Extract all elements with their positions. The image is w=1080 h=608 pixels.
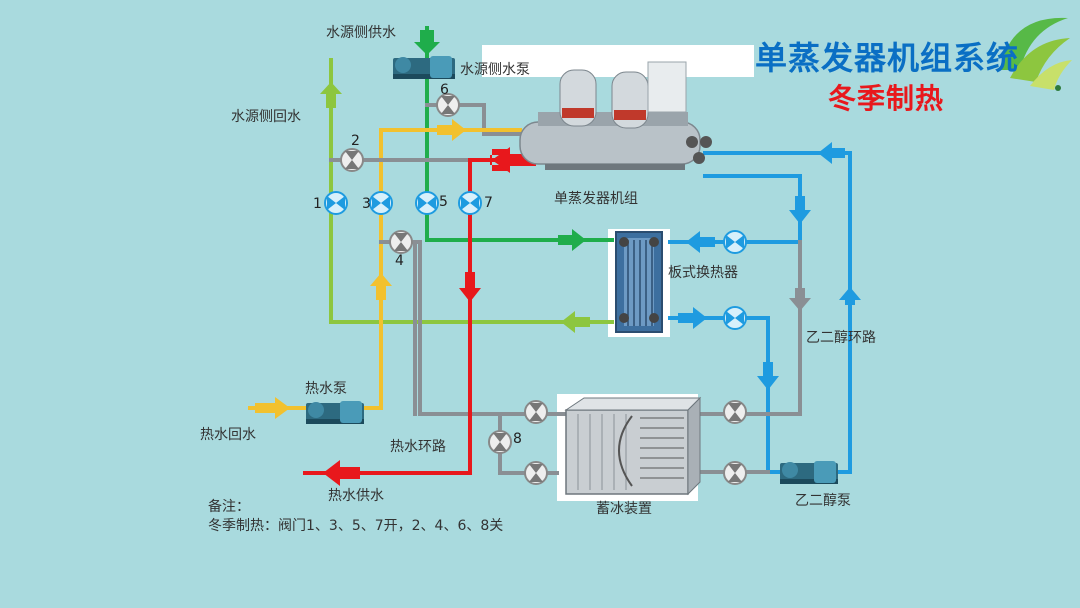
label-glycol-loop: 乙二醇环路 bbox=[806, 330, 876, 346]
label-ice-storage: 蓄冰装置 bbox=[596, 501, 652, 517]
arrow-source-supply-down bbox=[414, 30, 440, 55]
arrow-lightgreen-left bbox=[561, 311, 590, 333]
blue-glycol-return-pipe bbox=[668, 316, 792, 474]
label-hot-water-pump: 热水泵 bbox=[305, 381, 347, 397]
arrow-blue-left-mid bbox=[686, 231, 715, 253]
arrow-blue-down-lower bbox=[757, 362, 779, 390]
arrow-yellow-right bbox=[437, 119, 466, 141]
valve-3[interactable] bbox=[369, 191, 393, 215]
valve-number-5: 5 bbox=[439, 194, 448, 210]
label-source-supply: 水源侧供水 bbox=[326, 25, 396, 41]
note-text: 冬季制热：阀门1、3、5、7开，2、4、6、8关 bbox=[208, 518, 504, 534]
valve-5[interactable] bbox=[415, 191, 439, 215]
glycol-valve-lower[interactable] bbox=[723, 306, 747, 330]
label-hot-water-supply: 热水供水 bbox=[328, 488, 384, 504]
valves bbox=[324, 93, 747, 485]
valve-number-3: 3 bbox=[362, 196, 371, 212]
glycol-valve-upper[interactable] bbox=[723, 230, 747, 254]
valve-number-6: 6 bbox=[440, 82, 449, 98]
valve-7[interactable] bbox=[458, 191, 482, 215]
arrow-green-right bbox=[558, 229, 586, 251]
arrow-hot-return-right bbox=[255, 397, 290, 419]
flow-arrows bbox=[255, 30, 861, 486]
source-pump-icon[interactable] bbox=[393, 56, 455, 79]
yellow-hot-water-pipe bbox=[248, 128, 522, 410]
arrow-blue-down bbox=[789, 196, 811, 224]
arrow-red-left bbox=[492, 147, 536, 173]
arrow-blue-right bbox=[678, 307, 707, 329]
ice-storage-icon[interactable] bbox=[564, 396, 702, 496]
diagram-subtitle: 冬季制热 bbox=[828, 82, 945, 115]
company-logo-icon bbox=[1000, 17, 1072, 91]
label-source-pump: 水源侧水泵 bbox=[460, 62, 530, 78]
valve-2[interactable] bbox=[340, 148, 364, 172]
ice-valve-right-bottom[interactable] bbox=[723, 461, 747, 485]
label-hot-water-return: 热水回水 bbox=[200, 427, 256, 443]
valve-1[interactable] bbox=[324, 191, 348, 215]
arrow-gray-down bbox=[789, 288, 811, 311]
glycol-pump-icon[interactable] bbox=[780, 461, 838, 484]
valve-number-4: 4 bbox=[395, 253, 404, 269]
note-heading: 备注： bbox=[208, 499, 250, 515]
arrow-source-return-up bbox=[320, 82, 342, 108]
label-plate-exchanger: 板式换热器 bbox=[668, 265, 738, 281]
arrow-yellow-up bbox=[370, 273, 392, 300]
valve-6[interactable] bbox=[436, 93, 460, 117]
ice-valve-left-bottom[interactable] bbox=[524, 461, 548, 485]
diagram-title: 单蒸发器机组系统 bbox=[755, 39, 1020, 77]
hot-water-pump-icon[interactable] bbox=[306, 401, 364, 424]
arrow-hot-supply-left bbox=[323, 460, 360, 486]
ice-valve-left-top[interactable] bbox=[524, 400, 548, 424]
label-chiller-unit: 单蒸发器机组 bbox=[554, 191, 638, 207]
valve-number-7: 7 bbox=[484, 195, 493, 211]
valve-number-1: 1 bbox=[313, 196, 322, 212]
valve-4[interactable] bbox=[389, 230, 413, 254]
ice-valve-right-top[interactable] bbox=[723, 400, 747, 424]
arrow-red-down bbox=[459, 272, 481, 302]
chiller-unit-icon[interactable] bbox=[519, 61, 712, 170]
valve-8[interactable] bbox=[488, 430, 512, 454]
plate-heat-exchanger-icon[interactable] bbox=[615, 231, 663, 333]
arrow-blue-left-top bbox=[818, 142, 845, 164]
arrow-blue-up bbox=[839, 287, 861, 305]
lightgreen-source-return-pipe bbox=[329, 58, 614, 324]
valve-number-2: 2 bbox=[351, 133, 360, 149]
label-hot-water-loop: 热水环路 bbox=[390, 439, 446, 455]
blue-glycol-outer-pipe bbox=[703, 151, 852, 474]
valve-number-8: 8 bbox=[513, 431, 522, 447]
title-backdrop bbox=[482, 45, 754, 77]
label-glycol-pump: 乙二醇泵 bbox=[795, 493, 851, 509]
label-source-return: 水源侧回水 bbox=[231, 109, 301, 125]
